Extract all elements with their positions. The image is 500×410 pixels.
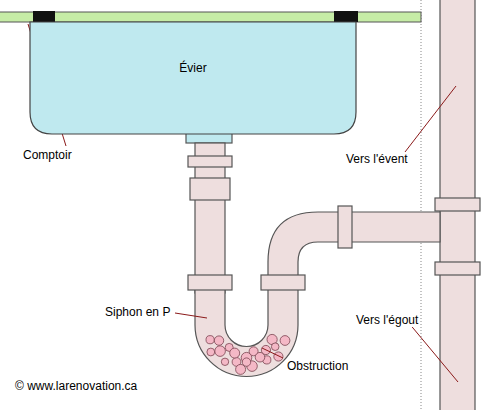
leader-line — [262, 348, 283, 358]
part-label: Comptoir — [22, 148, 73, 162]
debris — [242, 358, 250, 366]
stack-coupling — [435, 198, 480, 211]
sink-outline — [30, 22, 356, 134]
sink-clip — [334, 11, 358, 22]
slip-nut — [188, 275, 232, 290]
debris — [214, 336, 223, 345]
debris — [221, 358, 228, 365]
debris — [207, 348, 215, 356]
coupling — [190, 178, 230, 200]
leader-line — [405, 86, 456, 152]
debris — [215, 346, 226, 357]
sink-clip — [33, 11, 55, 22]
p-trap — [195, 212, 440, 377]
slip-nut — [338, 206, 352, 248]
debris — [271, 343, 279, 351]
leader-line — [408, 322, 458, 382]
part-label: Siphon en P — [104, 305, 171, 319]
slip-nut — [188, 156, 232, 167]
debris — [230, 348, 240, 358]
debris — [206, 336, 214, 344]
slip-nut — [261, 275, 305, 290]
debris — [274, 352, 283, 361]
sink-basin: Évier — [30, 22, 356, 134]
part-label: Obstruction — [286, 359, 349, 373]
countertop — [0, 12, 421, 22]
obstruction-debris — [206, 334, 290, 374]
copyright-note: © www.larenovation.ca — [14, 379, 138, 393]
debris — [280, 336, 290, 346]
wall-line — [421, 0, 422, 410]
node-label: Évier — [175, 59, 210, 77]
stack-coupling — [435, 262, 480, 275]
part-label: Vers l'évent — [345, 152, 409, 166]
leader-line — [175, 313, 207, 318]
sink-shape — [30, 22, 356, 134]
part-label: Vers l'égout — [355, 313, 419, 327]
